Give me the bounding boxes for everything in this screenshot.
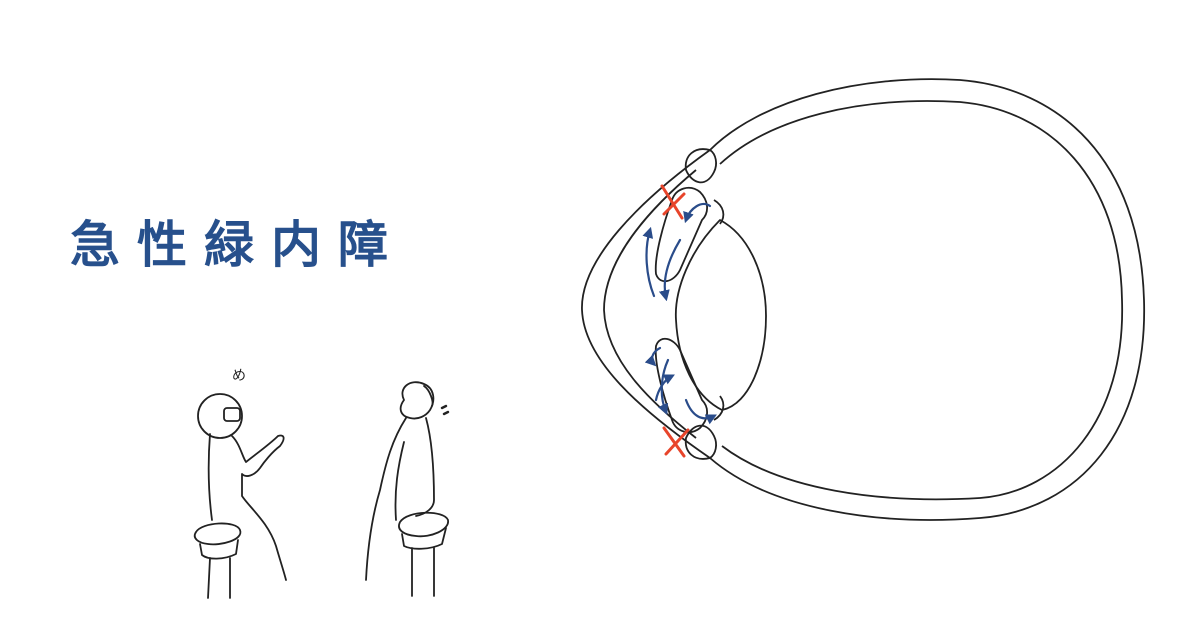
doctor-speech-text: め bbox=[232, 368, 246, 384]
doctor-back bbox=[207, 433, 213, 521]
doctor-head bbox=[197, 393, 243, 439]
upper-ciliary-body bbox=[713, 199, 725, 225]
cornea-inner bbox=[603, 169, 697, 439]
patient-head bbox=[399, 381, 435, 420]
patient-figure bbox=[365, 381, 450, 597]
flow-arrow-icon bbox=[654, 374, 675, 402]
sclera-inner bbox=[719, 100, 1123, 501]
doctor-stool-seat bbox=[193, 522, 242, 546]
flow-arrow-icon bbox=[644, 346, 662, 367]
cornea-outer bbox=[581, 149, 711, 459]
flow-arrow-icon bbox=[683, 202, 712, 224]
sclera-outer bbox=[709, 78, 1145, 521]
doctor-front-and-arm bbox=[231, 434, 287, 581]
doctor-stool-legs bbox=[207, 557, 231, 599]
patient-hair bbox=[423, 385, 434, 407]
flow-arrow-icon bbox=[658, 238, 682, 302]
patient-front bbox=[415, 417, 435, 517]
lower-limbus bbox=[684, 424, 717, 460]
distress-marks-icon bbox=[440, 404, 450, 416]
doctor-figure bbox=[193, 393, 287, 599]
blocked-x-icon bbox=[660, 184, 686, 220]
upper-iris bbox=[654, 186, 708, 283]
patient-stool-legs bbox=[411, 547, 435, 597]
eye-cross-section-diagram bbox=[581, 78, 1145, 521]
page-title: 急性緑内障 bbox=[70, 216, 405, 274]
patient-stool-seat bbox=[398, 511, 449, 538]
blocked-x-icon bbox=[662, 426, 690, 458]
upper-limbus bbox=[684, 148, 717, 184]
patient-arm bbox=[394, 441, 405, 521]
doctor-stool-rim bbox=[199, 539, 239, 560]
flow-arrow-icon bbox=[642, 226, 656, 298]
flow-arrow-icon bbox=[684, 398, 717, 425]
patient-back bbox=[365, 417, 407, 581]
seated-people-illustration: め bbox=[193, 368, 450, 599]
patient-stool-rim bbox=[401, 527, 447, 550]
lens bbox=[674, 219, 767, 411]
glasses-icon bbox=[223, 407, 241, 422]
